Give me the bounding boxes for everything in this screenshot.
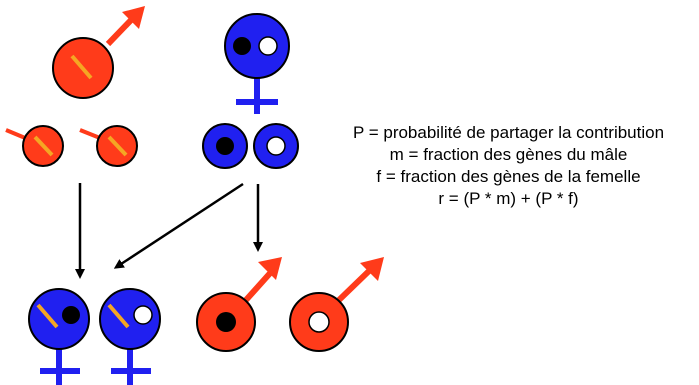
daughter-female-circle: [99, 288, 161, 350]
son-2-symbol: [289, 257, 384, 352]
legend-line-m: m = fraction des gènes du mâle: [389, 145, 628, 164]
arrow-eggs-to-daughters: [113, 182, 244, 269]
daughter-gene-stripe: [107, 303, 130, 329]
son-gene-white: [308, 311, 330, 333]
father-gamete-2: [79, 125, 138, 167]
son-1-symbol: [196, 257, 282, 352]
legend-line-f: f = fraction des gènes de la femelle: [376, 167, 641, 186]
egg-gene-black: [216, 137, 234, 155]
daughter-female-circle: [28, 288, 90, 350]
egg-gene-white: [266, 136, 286, 156]
mother-gene-white: [258, 36, 278, 56]
mother-female-circle: [224, 13, 290, 79]
son-gene-black: [216, 312, 236, 332]
father-symbol: [52, 6, 145, 99]
mother-egg-2: [253, 123, 299, 169]
son-male-arrow-shaft: [243, 268, 275, 303]
son-male-arrow-head: [360, 257, 384, 281]
gamete-gene-stripe: [107, 135, 128, 157]
daughter-gene-stripe: [36, 303, 59, 329]
mother-symbol: [224, 13, 290, 114]
father-male-arrow-shaft: [105, 15, 136, 47]
son-male-arrow-shaft: [336, 268, 372, 303]
son-male-arrow-head: [258, 257, 282, 280]
daughter-2-symbol: [99, 288, 161, 385]
daughter-1-symbol: [28, 288, 90, 385]
father-gene-stripe: [70, 54, 93, 80]
daughter-gene-white: [133, 305, 153, 325]
legend-line-p: P = probabilité de partager la contribut…: [352, 123, 665, 142]
gamete-gene-stripe: [33, 135, 54, 157]
legend-block: P = probabilité de partager la contribut…: [318, 122, 699, 210]
mother-gene-black: [233, 37, 251, 55]
mother-egg-1: [202, 123, 248, 169]
daughter-gene-black: [62, 306, 80, 324]
father-male-arrow-head: [122, 6, 145, 29]
father-gamete-1: [5, 125, 64, 167]
legend-line-r: r = (P * m) + (P * f): [438, 189, 579, 208]
